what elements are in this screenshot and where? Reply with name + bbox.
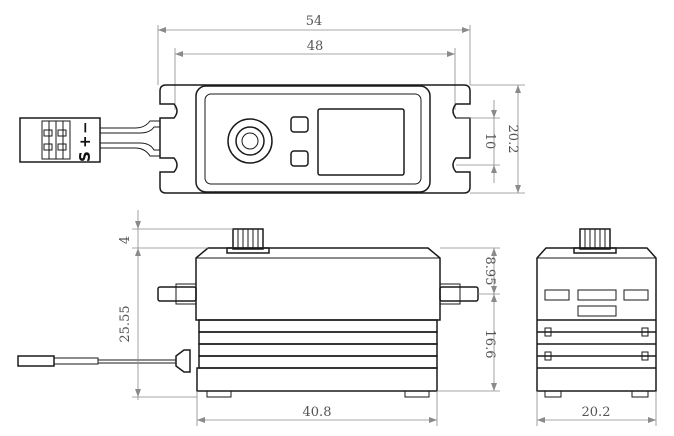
side-slots xyxy=(544,289,649,317)
output-gear-outer xyxy=(227,118,273,164)
top-connector: S + − xyxy=(19,117,101,163)
fin-3 xyxy=(198,343,438,357)
dim-side-width: 20.2 xyxy=(536,391,657,426)
output-gear-inner xyxy=(241,132,259,150)
side-fins xyxy=(537,319,656,398)
dim-front-total-height: 25.55 xyxy=(118,305,197,398)
dim-top-height: 20.2 xyxy=(470,84,525,194)
front-view: 4 25.55 8.95 16.6 40.8 xyxy=(17,210,500,426)
label-10: 10 xyxy=(482,133,497,150)
label-40-8: 40.8 xyxy=(303,405,332,420)
label-25-55: 25.55 xyxy=(118,305,133,342)
dim-top-total-width: 54 xyxy=(157,14,471,85)
dim-front-right: 8.95 16.6 xyxy=(437,247,500,392)
front-tab-left xyxy=(157,286,197,302)
front-tab-right xyxy=(439,286,479,302)
connector-body xyxy=(19,117,101,163)
fin-1 xyxy=(198,319,438,333)
connector-plus-label: + xyxy=(76,135,94,148)
dim-top-hole-gap: 10 xyxy=(456,100,500,183)
label-20-2-top: 20.2 xyxy=(505,125,520,154)
fin-4 xyxy=(198,355,438,369)
label-4: 4 xyxy=(118,236,133,244)
top-panel xyxy=(204,93,422,185)
front-output-gear xyxy=(226,228,270,254)
cable-plug xyxy=(17,355,55,367)
label-48: 48 xyxy=(307,39,324,54)
output-gear-mid xyxy=(235,126,265,156)
dim-top-hole-spacing: 48 xyxy=(174,39,456,110)
label-20-2-side: 20.2 xyxy=(582,405,611,420)
top-inner-frame xyxy=(195,85,431,193)
label-8-95: 8.95 xyxy=(482,257,497,286)
front-cable xyxy=(17,349,191,373)
fin-base xyxy=(196,367,438,392)
label-16-6: 16.6 xyxy=(482,330,497,359)
front-lower-body xyxy=(196,319,438,398)
label-54: 54 xyxy=(306,14,323,29)
display-window xyxy=(317,108,405,176)
cable-strain-relief xyxy=(175,349,191,373)
dim-front-gear-height: 4 xyxy=(118,210,233,400)
button-lower xyxy=(290,150,309,167)
connector-signal-label: S xyxy=(76,151,94,162)
top-wires xyxy=(100,120,160,157)
side-output-gear xyxy=(573,228,617,254)
connector-minus-label: − xyxy=(76,121,94,134)
top-body-outline xyxy=(159,84,471,194)
button-upper xyxy=(290,116,309,133)
front-upper-body xyxy=(195,247,441,321)
top-view: 54 48 10 xyxy=(19,14,525,194)
side-view: 20.2 xyxy=(536,228,657,426)
dim-front-width: 40.8 xyxy=(196,391,438,426)
fin-2 xyxy=(198,331,438,345)
